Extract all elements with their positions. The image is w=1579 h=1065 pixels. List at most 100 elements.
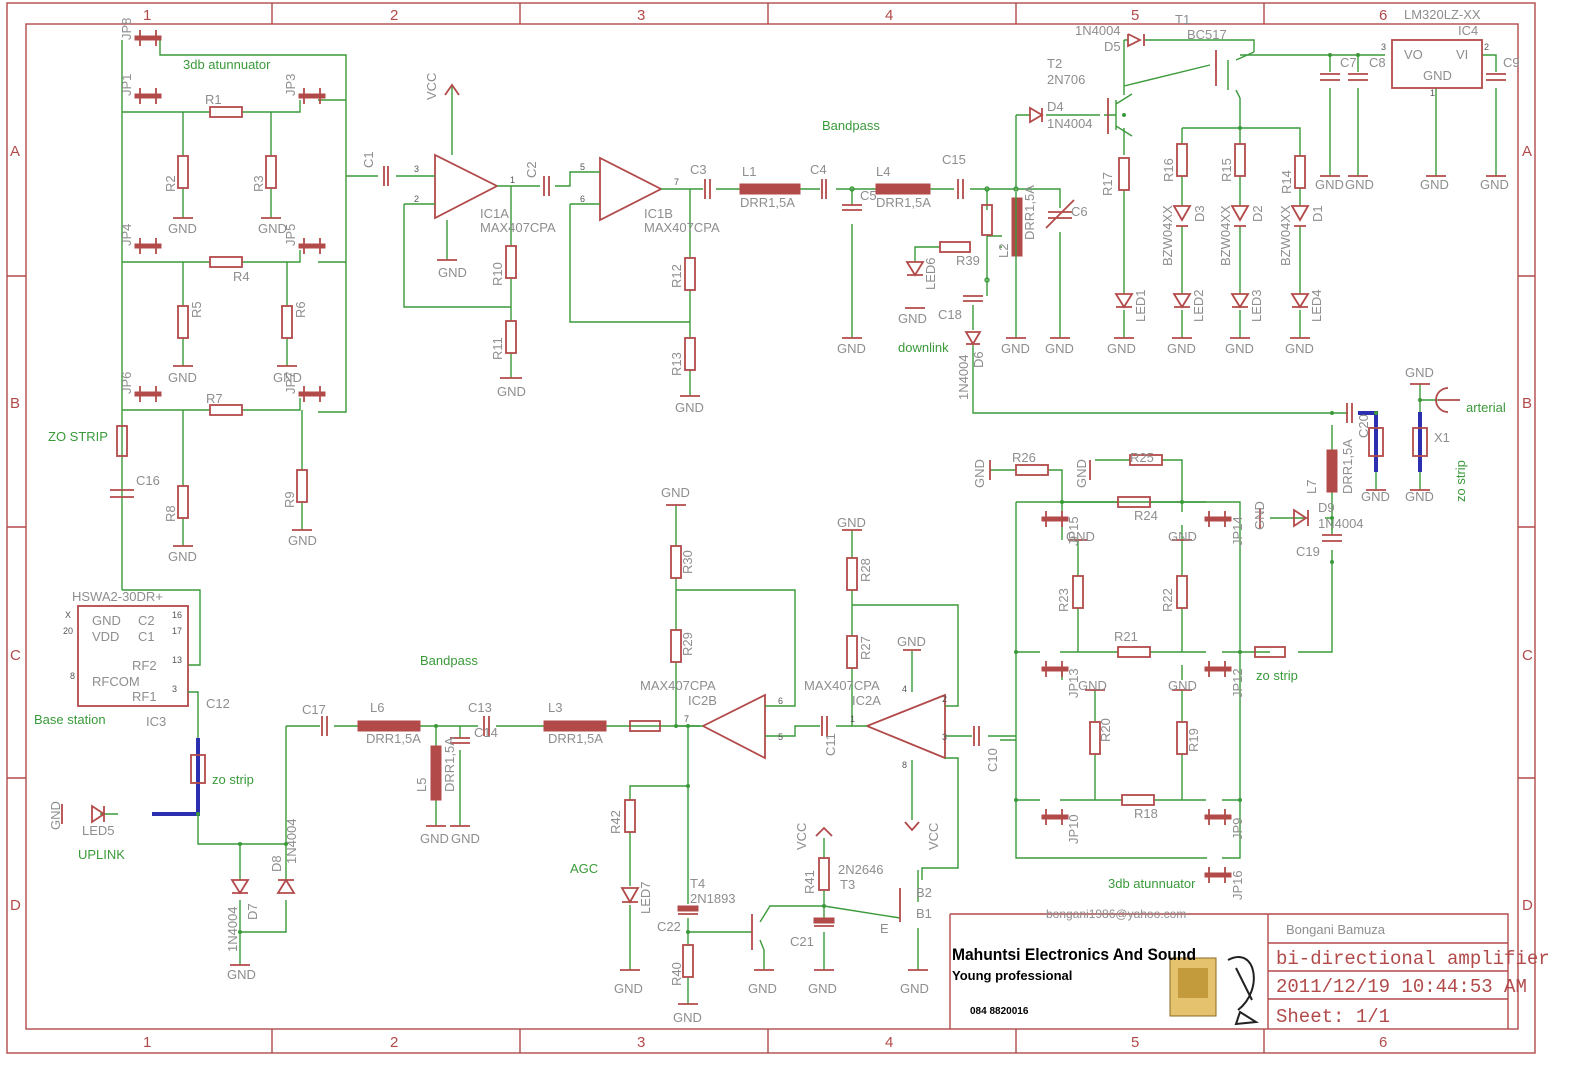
r5-label: R5 [189,301,204,318]
pin-number: 20 [63,626,73,636]
ic3-rf2-pin: RF2 [132,658,157,673]
gnd-label: GND [675,400,704,415]
t2-label: T2 [1047,56,1062,71]
r27-label: R27 [858,636,873,660]
ic4-gnd-pin: GND [1423,68,1452,83]
ic1a-label: IC1A [480,206,509,221]
bandpass-top [716,115,1336,414]
gnd-label: GND [1168,529,1197,544]
uplink-label: UPLINK [78,847,125,862]
t3-e-pin: E [880,921,889,936]
gnd-label: GND [168,370,197,385]
col-label: 1 [143,7,151,24]
row-label: B [1522,395,1532,412]
l4-value: DRR1,5A [876,195,931,210]
l6-label: L6 [370,700,384,715]
gnd-label: GND [972,459,987,488]
l5-label: L5 [414,778,429,792]
ic3-vdd-pin: VDD [92,629,119,644]
pin-number: 3 [942,732,947,742]
jp5-label: JP5 [283,224,298,246]
zo-strip-label: ZO STRIP [48,429,108,444]
d2-label: D2 [1250,205,1265,222]
ic1b-label: IC1B [644,206,673,221]
gnd-label: GND [661,485,690,500]
gnd-label: GND [1405,489,1434,504]
ic4-label: IC4 [1458,23,1478,38]
c3-label: C3 [690,162,707,177]
gnd-label: GND [1420,177,1449,192]
l2-label: L2 [996,244,1011,258]
r21-label: R21 [1114,629,1138,644]
row-label: C [1522,647,1533,664]
led6-label: LED6 [923,257,938,290]
ic3-c2-pin: C2 [138,613,155,628]
l1-value: DRR1,5A [740,195,795,210]
d7-label: D7 [245,903,260,920]
r41-label: R41 [802,870,817,894]
r29-label: R29 [680,632,695,656]
jp12-label: JP12 [1230,668,1245,698]
r9-label: R9 [282,491,297,508]
zo-strip-label: zo strip [1256,668,1298,683]
r28-label: R28 [858,558,873,582]
t3-label: T3 [840,877,855,892]
jp15-label: JP15 [1066,516,1081,546]
c21-label: C21 [790,934,814,949]
bandpass-label: Bandpass [822,118,880,133]
gnd-label: GND [420,831,449,846]
downlink-label: downlink [898,340,949,355]
t3-type: 2N2646 [838,862,884,877]
ic1a-type: MAX407CPA [480,220,556,235]
d9-label: D9 [1318,500,1335,515]
gnd-label: GND [168,549,197,564]
pin-number: 5 [580,162,585,172]
gnd-label: GND [673,1010,702,1025]
jp8-label: JP8 [119,18,134,40]
led7-label: LED7 [638,881,653,914]
c11-label: C11 [823,733,838,756]
arterial-label: arterial [1466,400,1506,415]
sheet-number: Sheet: 1/1 [1276,1006,1390,1028]
ic3-gnd-pin: GND [92,613,121,628]
pin-number: X [65,610,71,620]
base-station-label: Base station [34,712,106,727]
d1-type: BZW04XX [1278,205,1293,266]
gnd-label: GND [1078,678,1107,693]
drawing-frame [6,2,1536,1054]
pin-number: 1 [510,175,515,185]
col-label: 6 [1379,7,1387,24]
l7-label: L7 [1304,480,1319,494]
d1-label: D1 [1310,205,1325,222]
pin-number: 3 [414,164,419,174]
d8-type: 1N4004 [284,818,299,864]
base-station-section [61,605,661,966]
c5-label: C5 [860,188,877,203]
t4-label: T4 [690,876,705,891]
ic2b-label: IC2B [688,693,717,708]
power-section [1016,33,1506,339]
r22-label: R22 [1160,588,1175,612]
led3-label: LED3 [1249,289,1264,322]
author-name: Bongani Bamuza [1286,922,1386,937]
pin-number: 3 [172,684,177,694]
gnd-label: GND [1045,341,1074,356]
c14-label: C14 [474,725,498,740]
x1-label: X1 [1434,430,1450,445]
gnd-label: GND [1361,489,1390,504]
c15-label: C15 [942,152,966,167]
ic3-label: IC3 [146,714,166,729]
pin-number: 16 [172,610,182,620]
r40-label: R40 [669,962,684,986]
r2-label: R2 [163,175,178,192]
pin-number: 17 [172,626,182,636]
r12-label: R12 [669,264,684,288]
jp4-label: JP4 [119,224,134,246]
jp7-label: JP7 [283,372,298,394]
col-label: 6 [1379,1034,1387,1051]
gnd-label: GND [227,967,256,982]
ic2b-type: MAX407CPA [640,678,716,693]
c20-label: C20 [1356,414,1371,438]
row-label: C [10,647,21,664]
gnd-label: GND [1285,341,1314,356]
